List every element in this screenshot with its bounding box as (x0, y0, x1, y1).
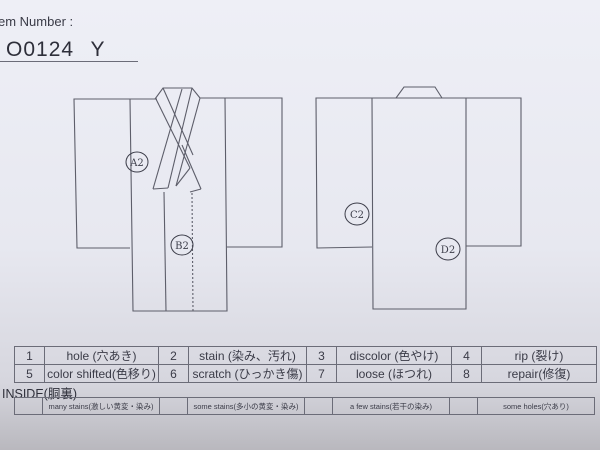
inside-label-some-holes: some holes(穴あり) (477, 397, 595, 415)
defect-number: 3 (306, 346, 337, 365)
defect-number: 6 (158, 364, 189, 383)
defect-number: 1 (14, 346, 45, 365)
defect-number: 2 (158, 346, 189, 365)
kimono-front-diagram (73, 87, 283, 312)
inside-checkbox-some-stains[interactable] (159, 397, 188, 415)
svg-text:B2: B2 (175, 241, 189, 252)
marker-c2: C2 (344, 202, 370, 226)
defect-legend-row: 5 color shifted(色移り) 6 scratch (ひっかき傷) 7… (14, 364, 597, 383)
defect-number: 5 (14, 364, 45, 383)
defect-label: stain (染み、汚れ) (188, 346, 307, 365)
svg-text:A2: A2 (129, 158, 144, 169)
item-number-label: em Number : (0, 14, 74, 29)
marker-b2: B2 (170, 234, 194, 256)
svg-text:C2: C2 (350, 210, 364, 221)
inside-checkbox-some-holes[interactable] (449, 397, 478, 415)
inside-checkbox-many-stains[interactable] (14, 397, 43, 415)
defect-label: hole (穴あき) (44, 346, 159, 365)
defect-label: color shifted(色移り) (44, 364, 159, 383)
defect-label: loose (ほつれ) (336, 364, 452, 383)
defect-label: repair(修復) (481, 364, 597, 383)
defect-number: 7 (306, 364, 337, 383)
item-number-value: O0124 Y (6, 38, 106, 61)
defect-label: scratch (ひっかき傷) (188, 364, 307, 383)
item-number-underline (0, 61, 138, 62)
inside-label-many-stains: many stains(激しい黄変・染み) (42, 397, 160, 415)
inside-label-few-stains: a few stains(若干の染み) (332, 397, 450, 415)
defect-number: 4 (451, 346, 482, 365)
kimono-back-diagram (315, 86, 522, 310)
inside-condition-row: many stains(激しい黄変・染み) some stains(多小の黄変・… (14, 397, 595, 415)
defect-legend-table: 1 hole (穴あき) 2 stain (染み、汚れ) 3 discolor … (14, 346, 597, 383)
inside-label-some-stains: some stains(多小の黄変・染み) (187, 397, 305, 415)
marker-d2: D2 (435, 237, 461, 261)
marker-a2: A2 (125, 151, 149, 173)
kimono-diagrams: A2 B2 C2 D2 (73, 86, 522, 312)
inside-checkbox-few-stains[interactable] (304, 397, 333, 415)
defect-legend-row: 1 hole (穴あき) 2 stain (染み、汚れ) 3 discolor … (14, 346, 597, 365)
svg-text:D2: D2 (441, 245, 455, 256)
defect-number: 8 (451, 364, 482, 383)
inside-condition-table: many stains(激しい黄変・染み) some stains(多小の黄変・… (14, 397, 595, 415)
defect-label: discolor (色やけ) (336, 346, 452, 365)
defect-label: rip (裂け) (481, 346, 597, 365)
